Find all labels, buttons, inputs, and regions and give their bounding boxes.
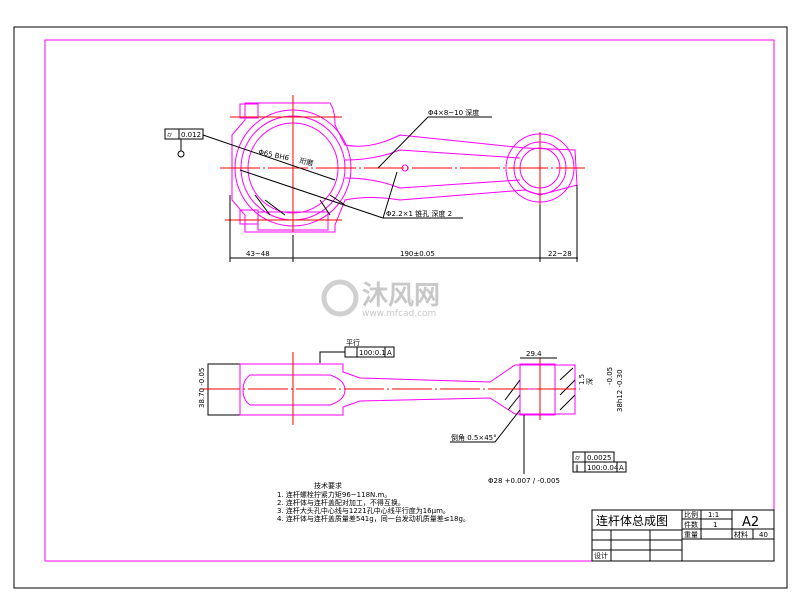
side-view: 38.70 -0.05 平行 100:0.1 A 29.4 1.5 深 38h1… xyxy=(198,338,627,485)
drawing-name: 连杆体总成图 xyxy=(596,513,668,528)
parallelism-icon: ∥ xyxy=(575,464,579,472)
watermark-logo-icon xyxy=(321,279,359,317)
dim-center: 190±0.05 xyxy=(400,250,435,258)
leader-note-2: Φ2.2×1 锥孔 深度 2 xyxy=(386,209,452,218)
datum-circle-icon xyxy=(177,150,185,158)
oil-hole-note: 深 xyxy=(585,378,594,385)
tech-title: 技术要求 xyxy=(314,481,342,490)
leader-note-1: Φ4×8~10 深度 xyxy=(428,108,479,117)
tech-item: 1. 连杆螺栓拧紧力矩96~118N.m。 xyxy=(277,490,391,499)
oil-hole-dim: 1.5 xyxy=(578,374,586,385)
scale-value: 1:1 xyxy=(708,511,719,519)
right-dim: 38h12 -0.30 xyxy=(616,369,624,412)
sheet-size: A2 xyxy=(742,515,759,530)
top-view: 43~48 190±0.05 22~28 Φ65 BH6 珩磨 Φ4×8~10 … xyxy=(164,95,585,262)
parallel-label: 平行 xyxy=(346,338,360,347)
watermark-url: www.mfcad.com xyxy=(362,309,436,319)
scale-label: 比例 xyxy=(684,510,698,519)
parallel-value: 100:0.1 xyxy=(359,349,386,357)
parallelism-value: 100:0.04 xyxy=(587,464,619,472)
bore-note: 珩磨 xyxy=(299,156,315,168)
dim-left: 43~48 xyxy=(246,250,270,258)
qty-value: 1 xyxy=(713,521,717,529)
tech-item: 4. 连杆体与连杆盖质量差541g，同一台发动机质量差≤18g。 xyxy=(277,514,470,523)
tech-item: 3. 连杆大头孔中心线与1221孔中心线平行度为16μm。 xyxy=(277,506,450,515)
tech-item: 2. 连杆体与连杆盖配对加工，不得互换。 xyxy=(277,498,405,507)
cylindricity-value: 0.0025 xyxy=(587,454,612,462)
datum-label-2: A xyxy=(619,464,624,472)
inner-frame xyxy=(44,39,775,562)
watermark-brand: 沐风网 xyxy=(362,281,440,311)
designer-label: 设计 xyxy=(594,551,608,560)
side-left-dim: 38.70 -0.05 xyxy=(198,368,206,408)
bore-dim: Φ28 +0.007 / -0.005 xyxy=(488,477,560,485)
watermark: 沐风网 www.mfcad.com xyxy=(321,279,440,319)
tolerance-symbol: ⌭ xyxy=(167,131,172,139)
weight-label: 重量 xyxy=(684,531,698,539)
datum-label: A xyxy=(387,349,392,357)
right-dim-upper: -0.05 xyxy=(606,367,614,385)
tech-requirements: 技术要求 1. 连杆螺栓拧紧力矩96~118N.m。 2. 连杆体与连杆盖配对加… xyxy=(277,481,470,523)
width-dim: 29.4 xyxy=(526,350,542,358)
chamfer-note: 倒角 0.5×45° xyxy=(451,433,497,442)
cylindricity-icon: ⌭ xyxy=(575,454,580,462)
material-label: 材料 xyxy=(734,530,748,539)
qty-label: 件数 xyxy=(684,520,698,529)
material-value: 40 xyxy=(759,531,768,539)
tolerance-value: 0.012 xyxy=(181,131,201,139)
title-block: 连杆体总成图 比例 1:1 件数 1 A2 重量 材料 40 设计 xyxy=(591,509,775,562)
outer-border xyxy=(13,26,788,589)
dim-right: 22~28 xyxy=(548,250,572,258)
